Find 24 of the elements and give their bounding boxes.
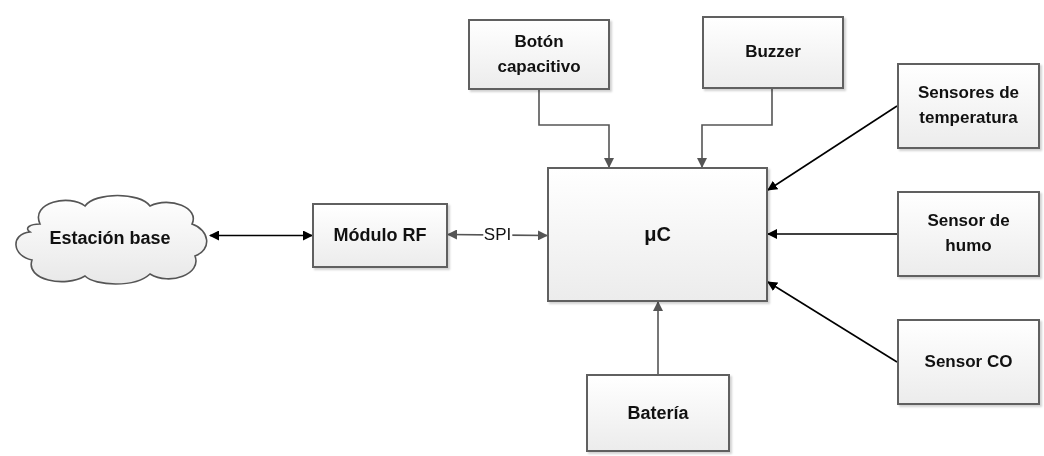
block-box [547, 167, 768, 302]
block-box [702, 16, 844, 89]
block-label: Estación base [49, 226, 171, 250]
block-label: Botón capacitivo [496, 30, 582, 78]
block-box [468, 19, 610, 90]
block-box [586, 374, 730, 452]
arrow [767, 105, 898, 191]
block-label: Sensores de temperatura [916, 82, 1021, 129]
arrow [209, 230, 313, 241]
arrow [653, 301, 663, 375]
block-box [312, 203, 448, 268]
block-label: Módulo RF [333, 224, 427, 248]
arrow [697, 88, 773, 168]
block-label: μC [644, 222, 671, 247]
block-label: Buzzer [745, 41, 801, 64]
block-label: Sensor CO [924, 350, 1013, 373]
block-box [897, 191, 1040, 277]
block-box [897, 319, 1040, 405]
arrow [538, 89, 614, 168]
block-label: Batería [627, 401, 689, 425]
arrow [767, 281, 898, 363]
block-box [897, 63, 1040, 149]
arrow [767, 229, 898, 239]
block-label: Sensor de humo [926, 210, 1011, 257]
